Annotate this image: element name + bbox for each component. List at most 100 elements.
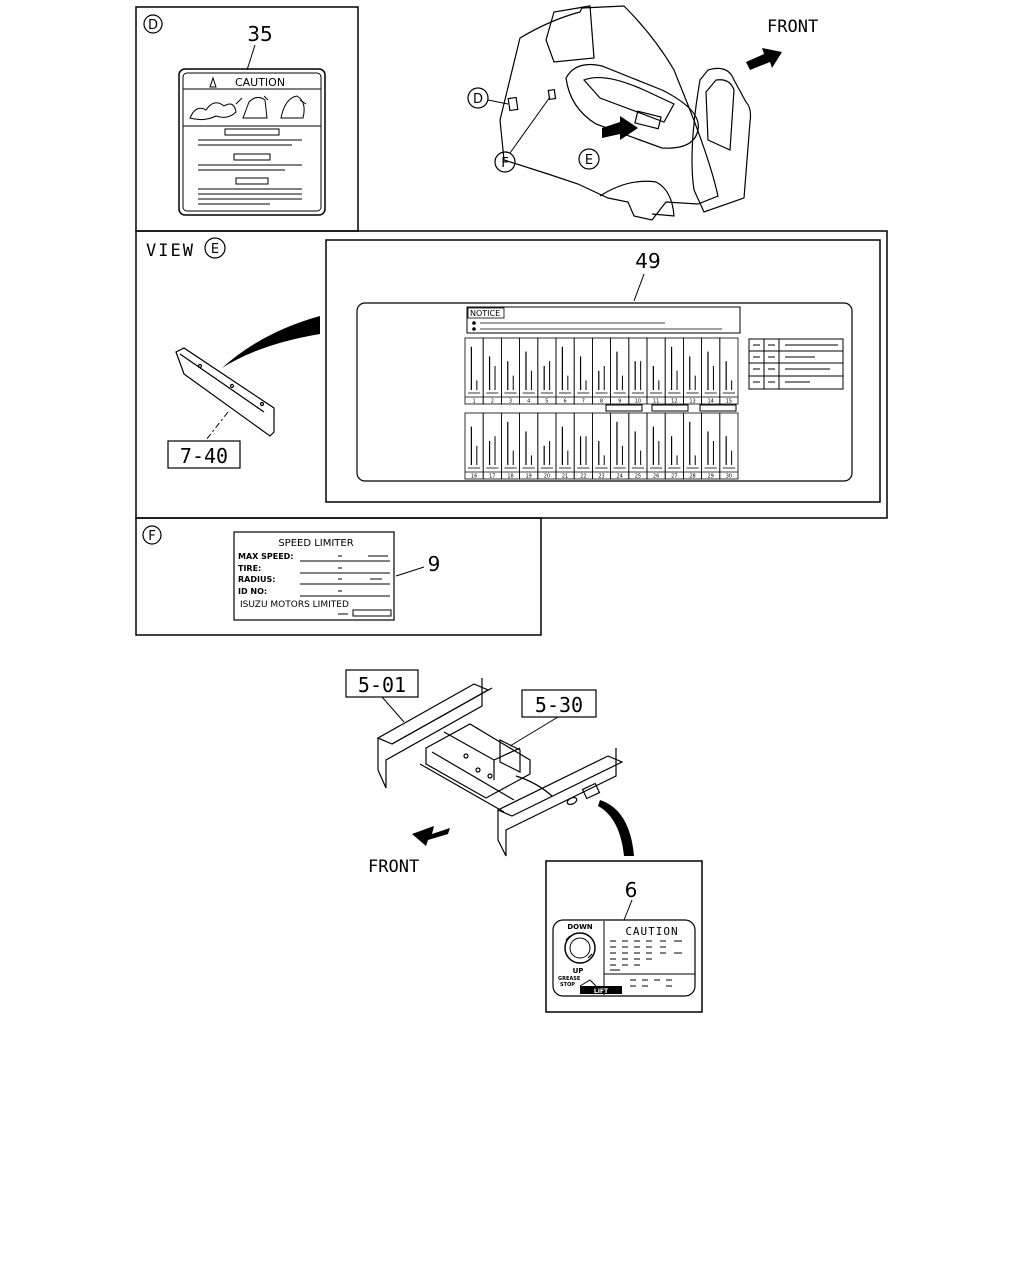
fuse-number: 13 <box>689 399 695 405</box>
fuse-label-49 <box>356 302 853 482</box>
section-f-marker: F <box>148 529 155 544</box>
fuse-number: 12 <box>671 399 677 405</box>
ref-box-7-40 <box>167 440 241 469</box>
part-number-9: 9 <box>428 552 441 576</box>
cab-armrest <box>582 77 675 123</box>
fuse-number: 7 <box>582 399 585 405</box>
notice-lines <box>472 321 722 331</box>
fuse-slot: 20 <box>537 412 557 480</box>
bracket-5-30-box <box>499 739 521 773</box>
fuse-number: 15 <box>726 399 732 405</box>
fuse-number: 4 <box>527 399 530 405</box>
caution-pictogram-icon <box>189 95 307 121</box>
dial-inner-icon <box>569 937 591 959</box>
fuse-number: 5 <box>545 399 548 405</box>
frame-illustration <box>376 678 624 857</box>
fuse-slot: 24 <box>610 412 630 480</box>
part-number-6: 6 <box>625 878 638 902</box>
fuse-number: 25 <box>635 474 641 480</box>
leader-49 <box>633 273 645 302</box>
cab-callouts: D F E FRONT <box>467 17 818 173</box>
fuse-slot: 16 <box>464 412 484 480</box>
frame-arc <box>515 775 553 797</box>
detail-arrow-6-icon <box>598 800 634 856</box>
fuse-number: 18 <box>507 474 513 480</box>
section-d: D 35 CAUTION <box>135 6 359 232</box>
fuse-slot: 5 <box>537 337 557 405</box>
bracket-5-30 <box>425 723 531 799</box>
fuse-slot: 21 <box>555 412 575 480</box>
fuse-slot: 14 <box>701 337 721 405</box>
frame-rail-right <box>496 748 624 857</box>
fuse-number: 21 <box>562 474 568 480</box>
label-down: DOWN <box>567 923 592 931</box>
warning-triangle-icon <box>209 76 217 88</box>
notice-box <box>466 306 741 334</box>
label-up: UP <box>573 967 584 975</box>
fuse-number: 2 <box>491 399 494 405</box>
dial-outer-icon <box>564 932 596 964</box>
fuse-number: 16 <box>471 474 477 480</box>
section-6: 6 DOWN UP GREASE STOP LIFT CAUTION <box>545 860 703 1013</box>
fuse-slot: 7 <box>573 337 593 405</box>
fuse-group-bars <box>605 404 737 412</box>
notice-title: NOTICE <box>470 309 500 318</box>
caution-title-35: CAUTION <box>235 76 285 89</box>
label-f-location <box>547 88 557 101</box>
fuse-slot: 8 <box>592 337 612 405</box>
front-label-top: FRONT <box>767 17 818 37</box>
fuse-slot: 11 <box>646 337 666 405</box>
fuse-number: 27 <box>671 474 677 480</box>
frame-rail-left-edge <box>391 687 493 745</box>
label-6-location <box>581 782 601 800</box>
fuse-slot: 9 <box>610 337 630 405</box>
label-stop: STOP <box>560 982 575 988</box>
fuse-slot: 29 <box>701 412 721 480</box>
fuse-number: 29 <box>708 474 714 480</box>
cab-window <box>545 5 595 63</box>
leader-9 <box>395 566 425 577</box>
speed-limiter-title: SPEED LIMITER <box>278 538 353 549</box>
caution-label-6 <box>552 919 696 997</box>
label-e-location <box>634 110 662 130</box>
leader-5-30 <box>509 716 559 747</box>
part-number-35: 35 <box>247 22 272 46</box>
fuse-number: 23 <box>598 474 604 480</box>
speed-limiter-lines <box>300 555 392 617</box>
leader-5-01 <box>381 696 405 723</box>
cab-door-open <box>691 67 752 213</box>
callout-d: D <box>473 92 483 107</box>
view-e-detail-box <box>325 239 881 503</box>
fuse-number: 24 <box>617 474 623 480</box>
fuse-slot: 6 <box>555 337 575 405</box>
fuse-slot: 22 <box>573 412 593 480</box>
caution-label-35: CAUTION <box>178 68 326 216</box>
fuse-slot: 3 <box>500 337 520 405</box>
part-number-49: 49 <box>635 249 660 273</box>
fuse-slot: 23 <box>592 412 612 480</box>
ref-text-7-40: 7-40 <box>180 444 228 468</box>
fuse-number: 20 <box>544 474 550 480</box>
frame-callouts: 5-01 5-30 FRONT <box>345 669 634 877</box>
row-max-speed: MAX SPEED: <box>238 552 294 561</box>
cab-wheel-arch <box>599 180 675 217</box>
fuse-number: 28 <box>689 474 695 480</box>
fuse-slot: 17 <box>482 412 502 480</box>
ref-box-5-30 <box>521 689 597 718</box>
fuse-slot: 28 <box>683 412 703 480</box>
fuse-number: 9 <box>618 399 621 405</box>
fuse-slot: 27 <box>664 412 684 480</box>
arrow-e-icon <box>602 116 638 140</box>
fuse-number: 11 <box>653 399 659 405</box>
caution-6-text-lines <box>610 940 682 987</box>
fuse-number: 3 <box>509 399 512 405</box>
fuse-slot: 25 <box>628 412 648 480</box>
cab-door-window <box>705 79 735 151</box>
caution-text-lines-35 <box>198 128 302 205</box>
fuse-slot: 30 <box>719 412 739 480</box>
row-radius: RADIUS: <box>238 575 275 584</box>
bracket-5-30-detail <box>443 731 521 780</box>
fuse-slot: 13 <box>683 337 703 405</box>
